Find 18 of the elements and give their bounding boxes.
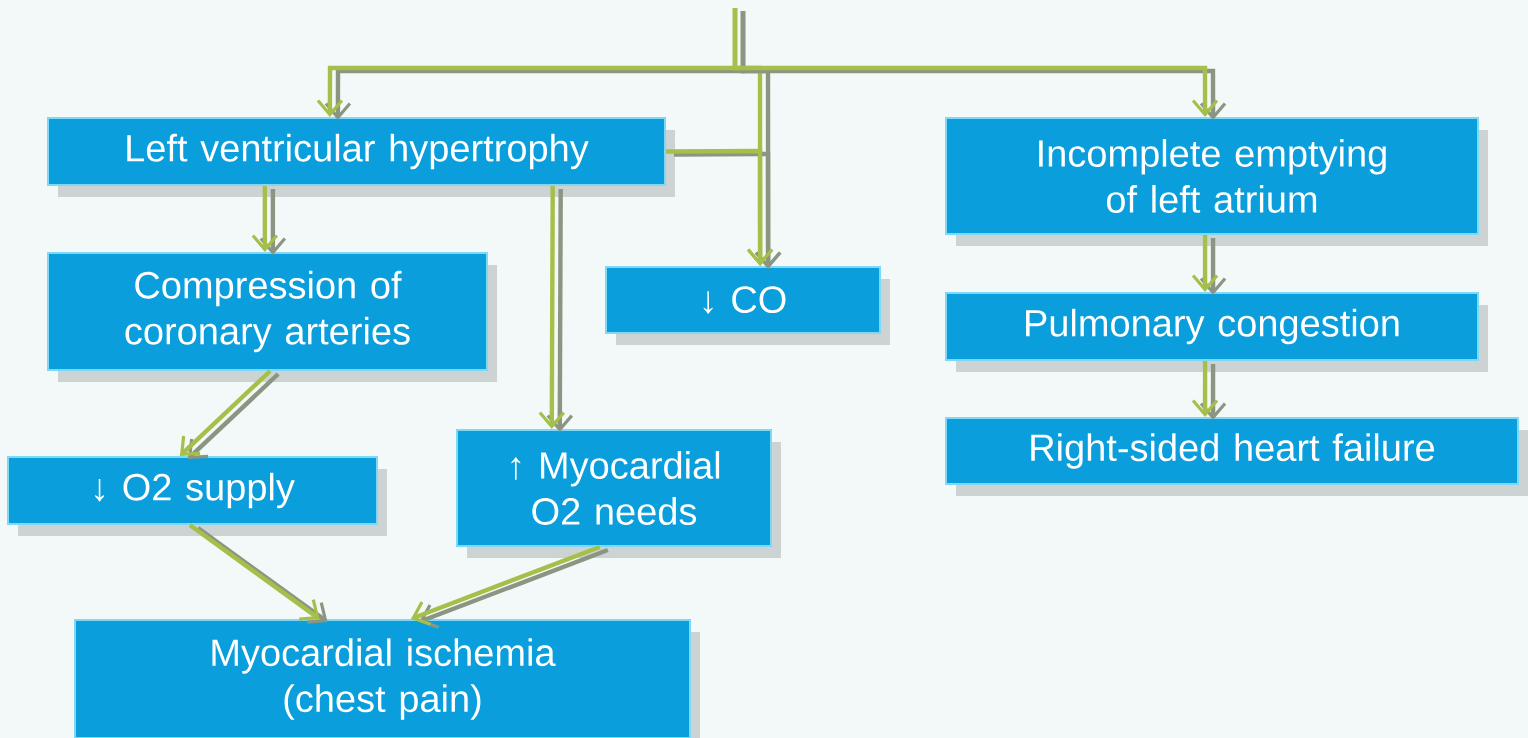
arrow: [732, 8, 1227, 120]
process-box: Pulmonary congestion: [945, 292, 1488, 372]
arrow: [179, 369, 280, 459]
process-box: Incomplete emptying of left atrium: [945, 117, 1488, 246]
arrow: [188, 523, 328, 624]
arrow: [1191, 235, 1227, 295]
process-box: Right-sided heart failure: [945, 417, 1528, 496]
arrow: [666, 148, 782, 269]
process-box: ↓ O2 supply: [7, 456, 387, 536]
arrow: [410, 544, 609, 629]
process-box: Left ventricular hypertrophy: [47, 117, 675, 197]
arrow: [538, 186, 574, 432]
process-box: ↓ CO: [605, 266, 890, 345]
arrow: [1191, 361, 1227, 420]
process-box: Myocardial ischemia (chest pain): [74, 619, 700, 738]
process-box: Compression of coronary arteries: [47, 252, 497, 382]
process-box: ↑ Myocardial O2 needs: [456, 429, 781, 558]
arrow: [251, 186, 287, 255]
